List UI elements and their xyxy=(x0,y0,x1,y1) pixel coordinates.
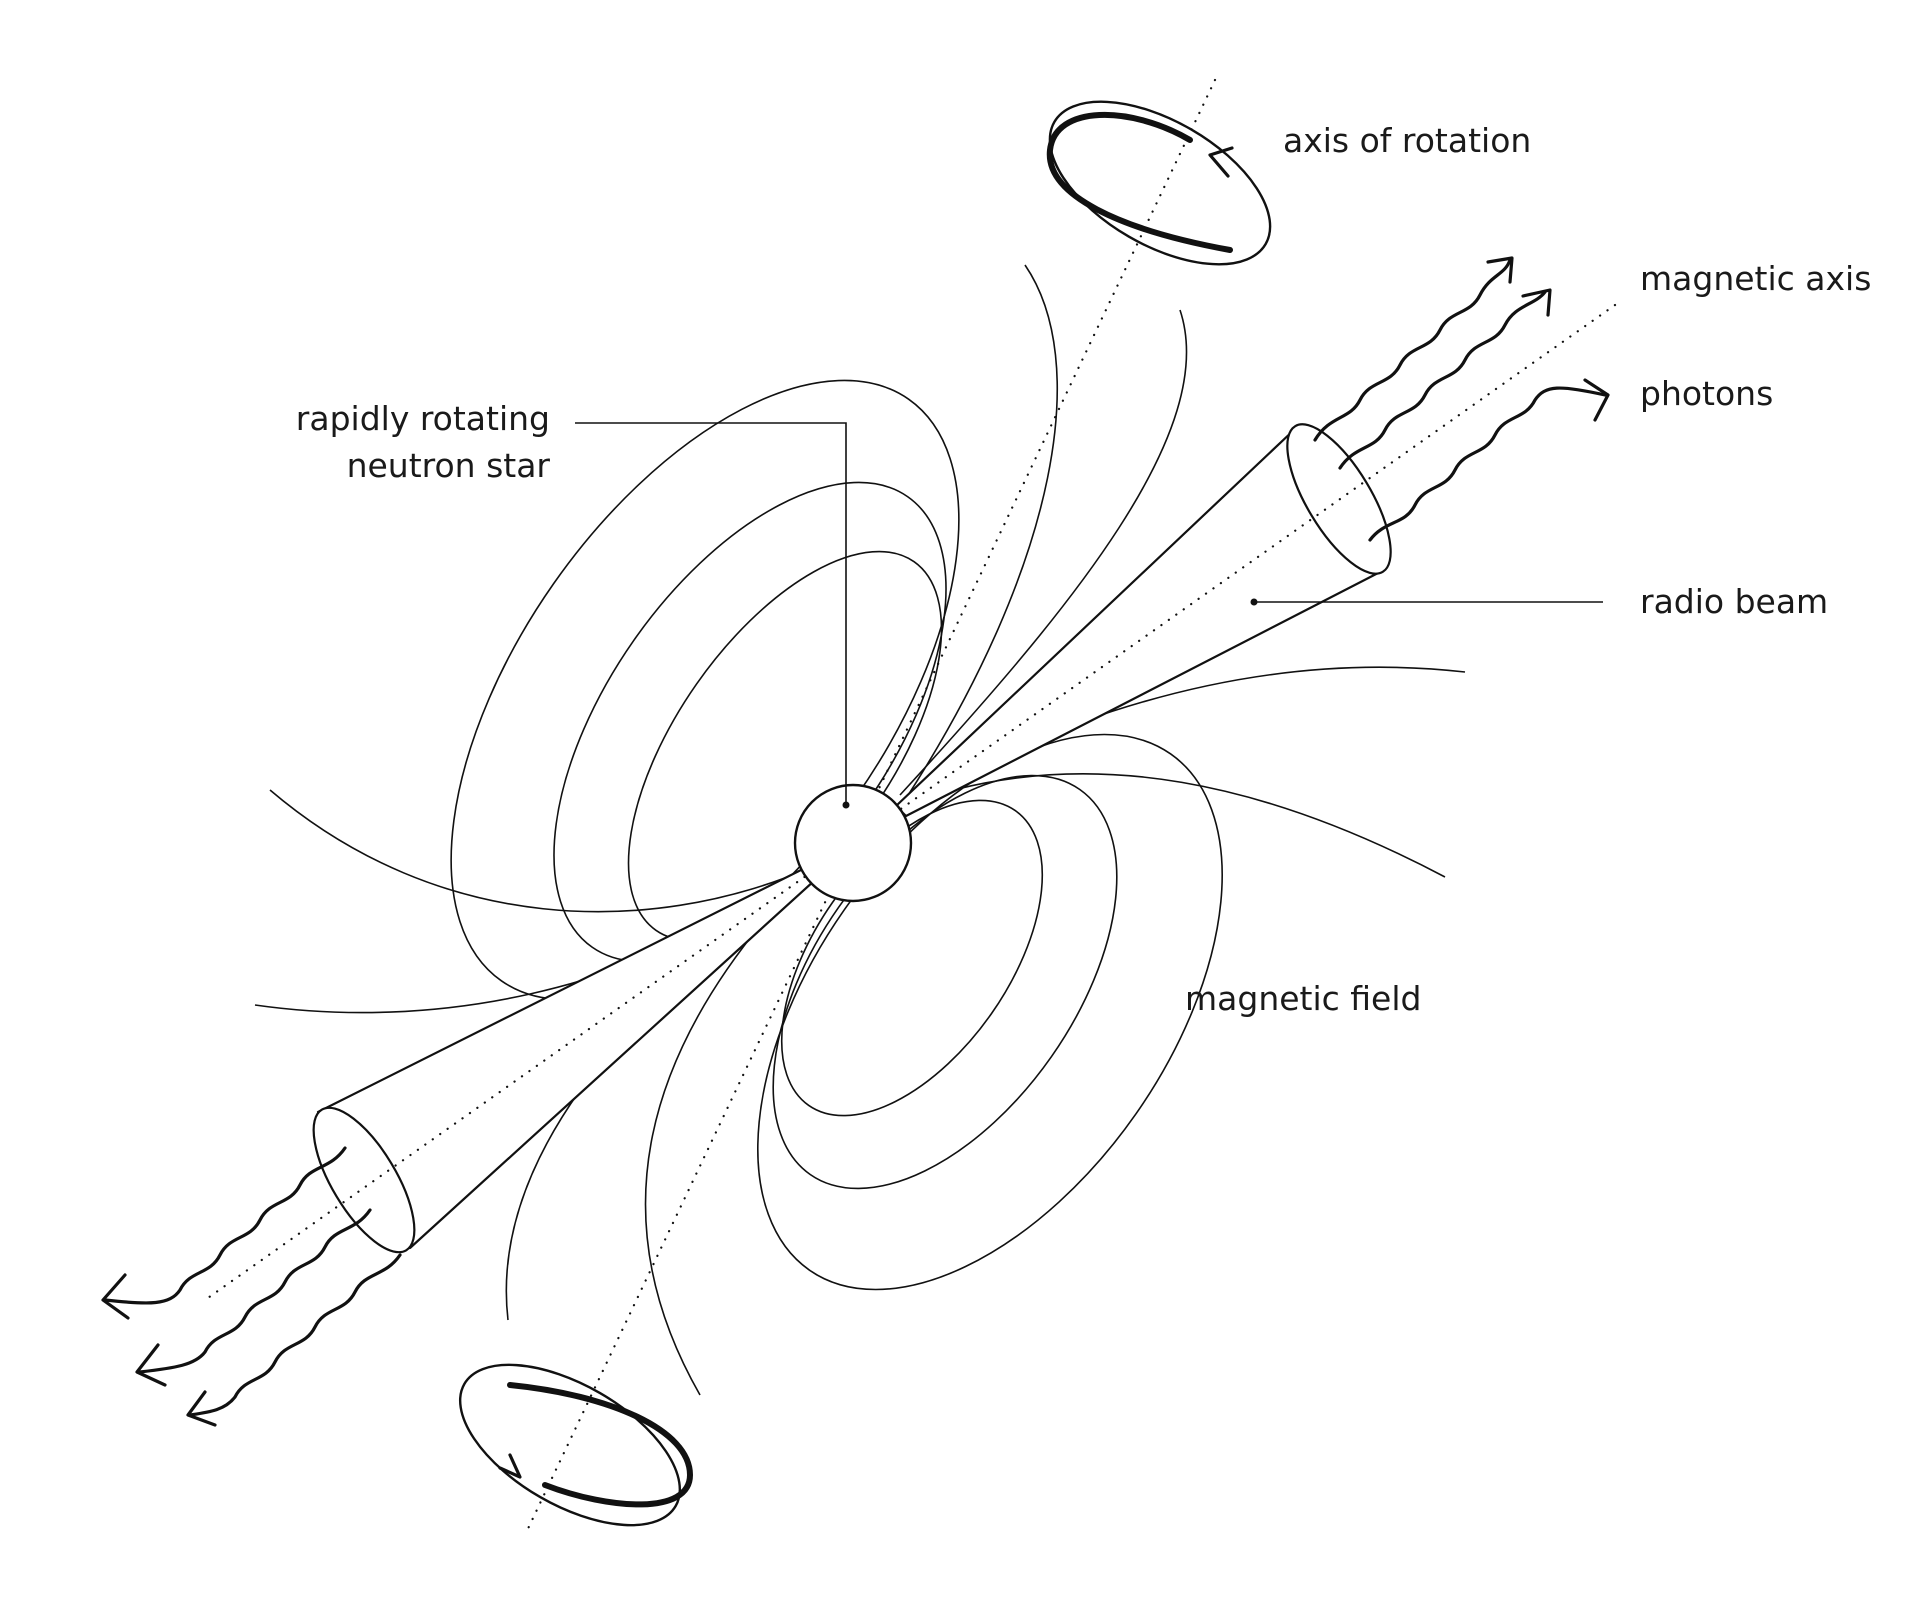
photons-lower xyxy=(101,1146,402,1427)
leader-line-neutron-star xyxy=(575,422,847,805)
neutron-star xyxy=(793,783,913,903)
magnetic-axis-line xyxy=(203,303,1617,1302)
rotation-ring-top xyxy=(1046,100,1272,266)
label-neutron-star-line1: rapidly rotating xyxy=(296,399,550,438)
label-magnetic-field: magnetic field xyxy=(1185,979,1421,1018)
photons-upper xyxy=(1313,256,1610,542)
photon-arrow-icon xyxy=(1521,288,1552,317)
rotation-arrow-top-icon xyxy=(1208,146,1234,178)
photon-arrow-icon xyxy=(135,1343,167,1387)
photon-arrow-icon xyxy=(1486,256,1514,284)
label-magnetic-axis: magnetic axis xyxy=(1640,259,1871,298)
photon-arrow-icon xyxy=(101,1273,130,1320)
radio-beam-lower xyxy=(312,866,817,1254)
photon-arrow-icon xyxy=(186,1390,217,1427)
label-radio-beam: radio beam xyxy=(1640,582,1828,621)
radio-beam-upper xyxy=(894,423,1392,818)
rotation-arrow-bottom-icon xyxy=(498,1453,522,1479)
label-photons: photons xyxy=(1640,374,1773,413)
radio-beam-leader-dot xyxy=(1250,598,1258,606)
photon-arrow-icon xyxy=(1583,378,1610,422)
label-neutron-star-line2: neutron star xyxy=(347,446,551,485)
label-axis-of-rotation: axis of rotation xyxy=(1283,121,1531,160)
rotation-ring-bottom xyxy=(458,1363,694,1527)
